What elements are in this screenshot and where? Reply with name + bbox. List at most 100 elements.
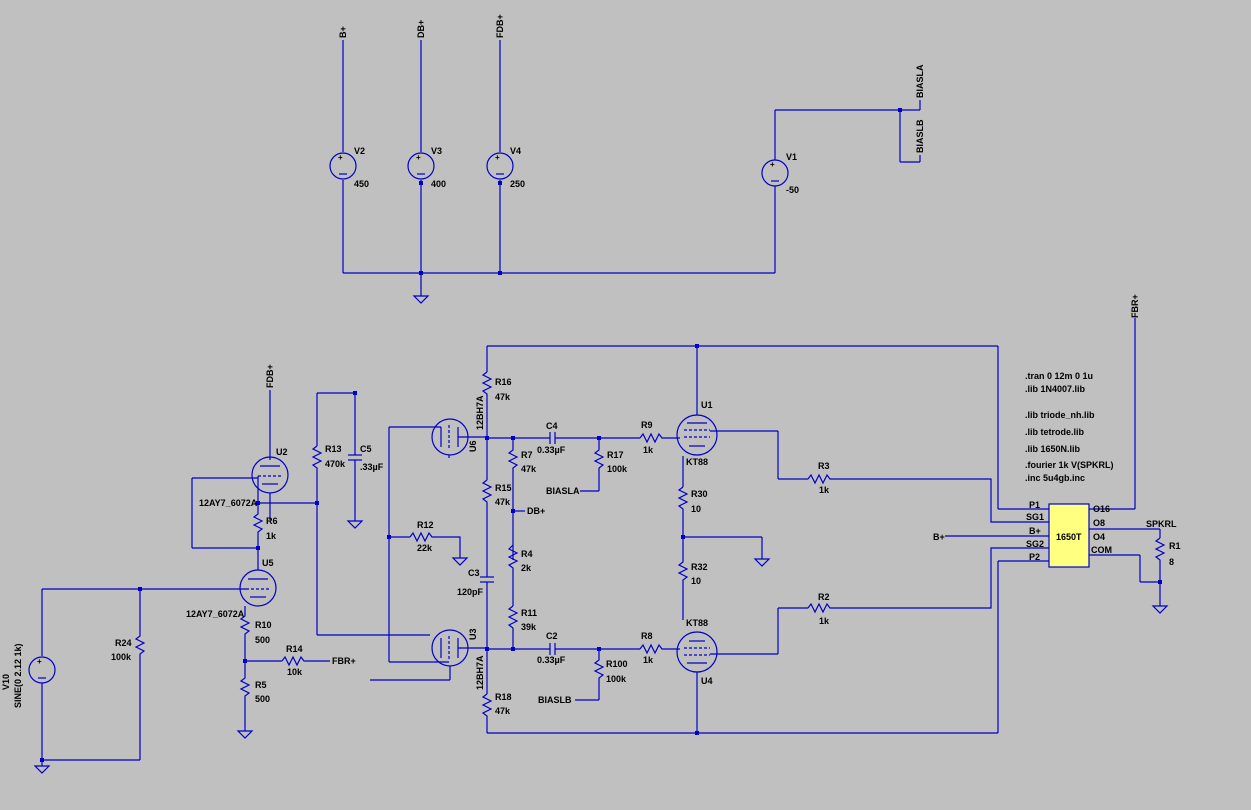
r30-value: 10: [691, 504, 701, 514]
r18-label: R18: [495, 692, 512, 702]
phase-splitter-section: [387, 344, 998, 735]
r100-value: 100k: [606, 674, 627, 684]
c3-value: 120pF: [457, 587, 484, 597]
r13-value: 470k: [325, 459, 346, 469]
r15-label: R15: [495, 483, 512, 493]
svg-text:+: +: [338, 153, 343, 162]
r10-label: R10: [255, 620, 272, 630]
net-label-fdbplus: FDB+: [495, 14, 505, 38]
labels: B+ DB+ FDB+ BIASLA BIASLB V2 450 V3 400 …: [1, 14, 1181, 716]
u6-type: 12BH7A: [475, 395, 485, 430]
r7-label: R7: [521, 450, 533, 460]
net-label-biaslb-phase: BIASLB: [538, 695, 572, 705]
v2-source[interactable]: [329, 152, 357, 180]
u5-type: 12AY7_6072A: [186, 609, 245, 619]
v1-source[interactable]: [761, 159, 789, 187]
r1-value: 8: [1169, 557, 1174, 567]
r12-label: R12: [417, 520, 434, 530]
v1-value: -50: [786, 185, 799, 195]
u6-label: U6: [468, 440, 478, 452]
net-label-dbplus-phase: DB+: [527, 506, 545, 516]
r6-label: R6: [266, 516, 278, 526]
v4-label: V4: [510, 146, 521, 156]
pin-sg2: SG2: [1026, 539, 1044, 549]
xfmr-label: 1650T: [1056, 532, 1082, 542]
v10-source[interactable]: [28, 656, 56, 684]
v10-value: SINE(0 2.12 1k): [13, 643, 23, 708]
net-label-biasla-phase: BIASLA: [546, 486, 580, 496]
directive-lib-1n4007[interactable]: .lib 1N4007.lib: [1025, 384, 1086, 394]
net-label-fdbplus-input: FDB+: [265, 364, 275, 388]
u1-label: U1: [701, 400, 713, 410]
svg-text:+: +: [37, 657, 42, 666]
r9-value: 1k: [643, 445, 654, 455]
u5-label: U5: [262, 558, 274, 568]
u4-type: KT88: [686, 618, 708, 628]
r4-label: R4: [521, 549, 533, 559]
r8-label: R8: [641, 631, 653, 641]
c4-value: 0.33µF: [537, 445, 566, 455]
pin-o4: O4: [1093, 532, 1105, 542]
pin-bplus: B+: [1029, 526, 1041, 536]
net-label-bplus-output: B+: [933, 532, 945, 542]
r14-label: R14: [286, 644, 303, 654]
c2-value: 0.33µF: [537, 655, 566, 665]
v3-source[interactable]: [407, 152, 435, 180]
r11-value: 39k: [521, 622, 537, 632]
c3-label: C3: [468, 568, 480, 578]
r18-value: 47k: [495, 706, 511, 716]
r100-label: R100: [606, 659, 628, 669]
v10-label: V10: [1, 674, 11, 690]
v1-label: V1: [786, 152, 797, 162]
u1-tube[interactable]: [676, 414, 718, 456]
directive-lib-1650n[interactable]: .lib 1650N.lib: [1025, 444, 1081, 454]
v3-value: 400: [431, 179, 446, 189]
directive-fourier[interactable]: .fourier 1k V(SPKRL): [1025, 460, 1114, 470]
v3-label: V3: [431, 146, 442, 156]
v2-value: 450: [354, 179, 369, 189]
net-label-fbrplus-output: FBR+: [1130, 294, 1140, 318]
input-section: +: [28, 390, 450, 774]
pin-o8: O8: [1093, 518, 1105, 528]
u4-label: U4: [701, 676, 713, 686]
u4-tube[interactable]: [676, 631, 718, 673]
directive-lib-tetrode[interactable]: .lib tetrode.lib: [1025, 427, 1085, 437]
r2-label: R2: [818, 592, 830, 602]
r17-value: 100k: [607, 464, 628, 474]
directive-lib-triode[interactable]: .lib triode_nh.lib: [1025, 410, 1095, 420]
r30-label: R30: [691, 489, 708, 499]
directive-tran[interactable]: .tran 0 12m 0 1u: [1025, 371, 1093, 381]
r24-label: R24: [115, 638, 132, 648]
directive-inc-5u4gb[interactable]: .inc 5u4gb.inc: [1025, 473, 1085, 483]
u2-type: 12AY7_6072A: [199, 498, 258, 508]
v4-source[interactable]: [486, 152, 514, 180]
r10-value: 500: [255, 635, 270, 645]
svg-text:+: +: [416, 153, 421, 162]
r4-value: 2k: [521, 563, 532, 573]
c4-label: C4: [546, 421, 558, 431]
r2-value: 1k: [819, 616, 830, 626]
v4-value: 250: [510, 179, 525, 189]
r32-label: R32: [691, 562, 708, 572]
svg-text:+: +: [770, 160, 775, 169]
pin-com: COM: [1091, 545, 1112, 555]
c2-label: C2: [546, 631, 558, 641]
r1-label: R1: [1169, 541, 1181, 551]
r11-label: R11: [521, 608, 537, 618]
u2-label: U2: [276, 447, 288, 457]
net-label-biasla: BIASLA: [915, 64, 925, 98]
output-transformer[interactable]: [1048, 503, 1090, 568]
r17-label: R17: [607, 450, 624, 460]
c5-label: C5: [360, 444, 372, 454]
net-label-bplus: B+: [338, 26, 348, 38]
pin-p1: P1: [1029, 500, 1040, 510]
r9-label: R9: [641, 420, 653, 430]
r3-value: 1k: [819, 485, 830, 495]
r32-value: 10: [691, 576, 701, 586]
c5-value: .33µF: [360, 462, 384, 472]
r16-value: 47k: [495, 392, 511, 402]
u5-tube[interactable]: [239, 569, 277, 607]
net-label-biaslb: BIASLB: [915, 119, 925, 153]
r5-value: 500: [255, 694, 270, 704]
